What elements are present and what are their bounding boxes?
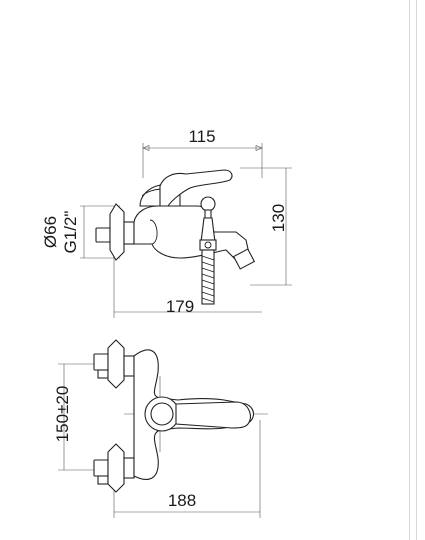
hose-connector bbox=[199, 239, 217, 251]
dim-flange: Ø66 G1/2" bbox=[41, 205, 120, 259]
shower-hose bbox=[201, 249, 215, 305]
wall-flange bbox=[109, 203, 125, 261]
flange-diameter-label: Ø66 bbox=[41, 216, 60, 248]
dim-centers-left: 150±20 bbox=[53, 363, 100, 471]
dim-width-top-label: 115 bbox=[188, 127, 215, 146]
flange-nut bbox=[123, 221, 135, 245]
dim-width-top: 115 bbox=[142, 127, 263, 178]
dim-depth-bottom: 179 bbox=[113, 250, 262, 318]
dim-depth-bottom-label: 179 bbox=[166, 297, 194, 316]
upper-connector bbox=[93, 339, 135, 389]
hose-nut bbox=[204, 241, 212, 249]
cartridge-inner-ring bbox=[150, 402, 174, 426]
eccentric-connector bbox=[95, 227, 111, 243]
thread-size-label: G1/2" bbox=[61, 211, 80, 254]
side-view: 115 130 Ø66 G1/2" 179 bbox=[41, 127, 292, 318]
body-sleeve bbox=[149, 219, 158, 245]
dim-height-right: 130 bbox=[240, 167, 292, 286]
diverter-knob bbox=[200, 196, 216, 243]
spout-outlet bbox=[232, 248, 256, 270]
lower-connector bbox=[93, 443, 135, 493]
lever-handle bbox=[159, 169, 233, 207]
dim-width-bottom-label: 188 bbox=[168, 491, 196, 510]
page-edge-line-1 bbox=[409, 0, 410, 540]
mixer-body bbox=[133, 205, 251, 265]
lever-top bbox=[175, 401, 252, 429]
dim-width-bottom: 188 bbox=[113, 420, 261, 518]
dim-centers-left-label: 150±20 bbox=[53, 386, 72, 443]
page-edge-line-2 bbox=[416, 0, 417, 540]
dim-height-right-label: 130 bbox=[269, 204, 288, 232]
top-view: 150±20 188 bbox=[53, 339, 268, 518]
